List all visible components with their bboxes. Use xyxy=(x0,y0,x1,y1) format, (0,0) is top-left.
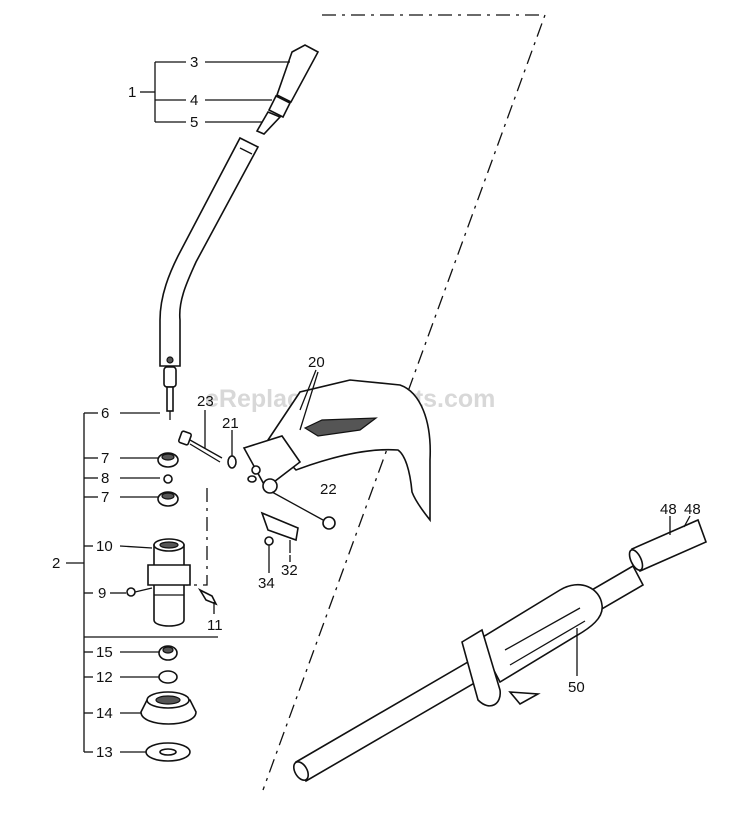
label-8: 8 xyxy=(101,470,109,487)
label-20: 20 xyxy=(308,354,325,371)
label-50: 50 xyxy=(568,679,585,696)
screw-part-34 xyxy=(264,536,274,573)
tip-part-5 xyxy=(255,110,282,135)
bracket-group-2 xyxy=(66,412,218,753)
label-32: 32 xyxy=(281,562,298,579)
upper-shaft xyxy=(159,44,320,367)
label-22: 22 xyxy=(320,481,337,498)
trigger xyxy=(508,691,541,706)
label-48-left: 48 xyxy=(660,501,677,518)
label-4: 4 xyxy=(190,92,198,109)
label-9: 9 xyxy=(98,585,106,602)
pin-part-6 xyxy=(163,366,177,420)
guard-part-20 xyxy=(242,371,431,523)
label-3: 3 xyxy=(190,54,198,71)
ring-part-12 xyxy=(158,670,178,684)
label-10: 10 xyxy=(96,538,113,555)
label-1: 1 xyxy=(128,84,136,101)
assembly-line-main xyxy=(262,14,546,791)
housing-part-10 xyxy=(147,538,191,627)
label-34: 34 xyxy=(258,575,275,592)
label-2: 2 xyxy=(52,555,60,572)
label-7-lower: 7 xyxy=(101,489,109,506)
throttle-housing xyxy=(461,628,501,707)
label-12: 12 xyxy=(96,669,113,686)
bolt-part-11 xyxy=(197,588,218,614)
nut-part-15 xyxy=(158,645,178,661)
label-6: 6 xyxy=(101,405,109,422)
spacer-parts-7-8 xyxy=(157,452,179,507)
assembly-line-head xyxy=(186,488,208,586)
label-11: 11 xyxy=(207,617,223,634)
label-13: 13 xyxy=(96,744,113,761)
grip-part-50 xyxy=(476,584,603,684)
lower-shaft-handle xyxy=(292,564,645,783)
washer-part-13 xyxy=(145,742,191,762)
nut-part-22 xyxy=(271,491,336,530)
screw-part-9 xyxy=(126,587,153,597)
washer-part-21 xyxy=(227,430,237,469)
clip-part-32 xyxy=(260,511,299,553)
label-23: 23 xyxy=(197,393,214,410)
label-14: 14 xyxy=(96,705,113,722)
cup-part-14 xyxy=(140,691,197,725)
collar-part-4 xyxy=(267,94,292,119)
grip-part-3 xyxy=(276,44,320,104)
label-5: 5 xyxy=(190,114,198,131)
label-7-upper: 7 xyxy=(101,450,109,467)
label-48-right: 48 xyxy=(684,501,701,518)
bolt-part-23 xyxy=(178,410,223,463)
bent-tube xyxy=(159,136,260,367)
label-21: 21 xyxy=(222,415,239,432)
label-15: 15 xyxy=(96,644,113,661)
bracket-group-1 xyxy=(140,61,290,123)
sleeve-part-48 xyxy=(628,515,708,573)
